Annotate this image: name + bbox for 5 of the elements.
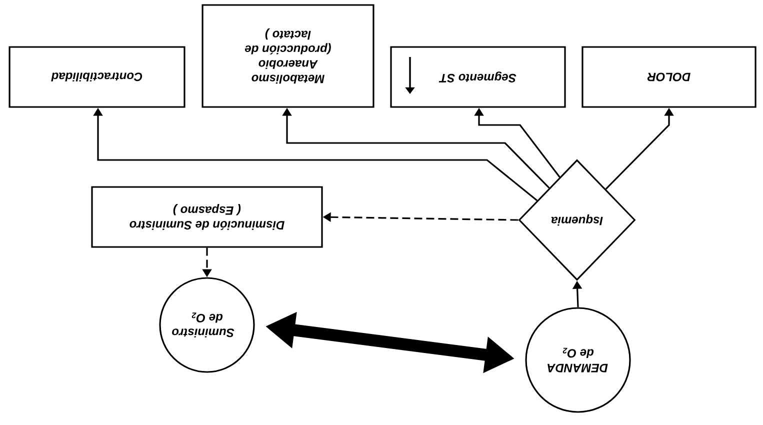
process-box: Metabolismo Anaerobio (producción de lactato )	[202, 4, 374, 108]
process-box: Disminución de Suministro ( Espasmo )	[91, 186, 323, 248]
process-box: Contractibilidad	[8, 46, 186, 108]
process-box: Segmento ST	[390, 46, 566, 108]
process-box: DOLOR	[582, 46, 756, 108]
